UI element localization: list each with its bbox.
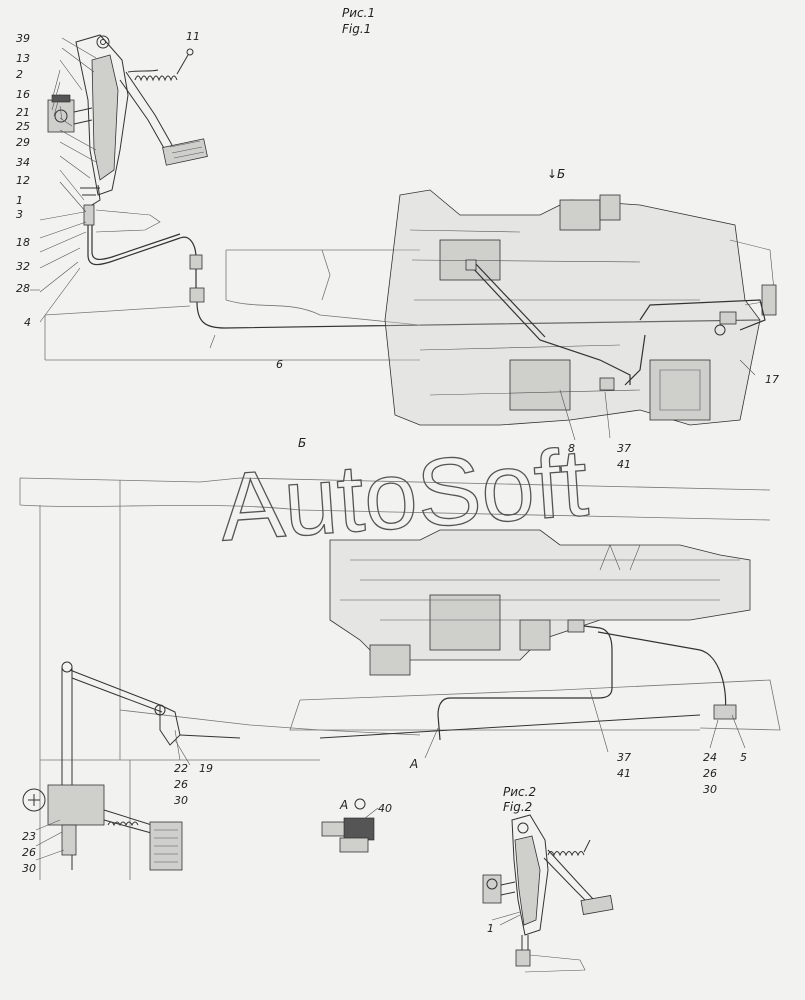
- callout-24: 24: [703, 751, 717, 764]
- callout-23: 23: [22, 830, 36, 843]
- callout-a: А: [409, 757, 418, 771]
- callout-5: 5: [740, 751, 747, 764]
- gearbox-top-view: [384, 189, 777, 426]
- callout-13: 13: [16, 52, 30, 65]
- fig2-caption-en: Fig.2: [503, 800, 532, 814]
- callout-6: 6: [276, 358, 283, 371]
- callout-19: 19: [199, 762, 213, 775]
- callout-41-lower: 41: [617, 767, 631, 780]
- callout-25: 25: [16, 120, 30, 133]
- callout-4: 4: [24, 316, 31, 329]
- callout-11: 11: [186, 30, 200, 43]
- callout-26-lower: 26: [22, 846, 36, 859]
- callout-17: 17: [765, 373, 779, 386]
- callout-21: 21: [16, 106, 30, 119]
- lower-master-cylinder: [22, 784, 183, 871]
- pedal-linkage-lower: [61, 661, 241, 790]
- callout-8: 8: [568, 442, 575, 455]
- clutch-pipe-lower: [319, 619, 737, 741]
- callout-18: 18: [16, 236, 30, 249]
- callout-30-lower: 30: [22, 862, 36, 875]
- callout-22: 22: [174, 762, 188, 775]
- callout-26: 26: [174, 778, 188, 791]
- callout-30-right: 30: [703, 783, 717, 796]
- callout-1: 1: [16, 194, 23, 207]
- frame-rail-top: [44, 249, 421, 361]
- callout-32: 32: [16, 260, 30, 273]
- view-b-marker: ↓Б: [547, 167, 565, 181]
- fig2-pedal-assembly: [482, 814, 614, 973]
- section-a-detail: [321, 798, 379, 853]
- frame-rail-middle: [19, 477, 781, 880]
- section-a-number: 40: [378, 802, 392, 815]
- gearbox-side-view: [329, 529, 751, 676]
- callout-12: 12: [16, 174, 30, 187]
- callout-3: 3: [16, 208, 23, 221]
- callout-1-fig2: 1: [487, 922, 494, 935]
- fig1-caption-ru: Рис.1: [342, 6, 375, 20]
- watermark: AutoSoft: [216, 429, 591, 561]
- callout-37: 37: [617, 442, 631, 455]
- leader-lines: [174, 334, 756, 921]
- callout-16: 16: [16, 88, 30, 101]
- callout-30: 30: [174, 794, 188, 807]
- callout-29: 29: [16, 136, 30, 149]
- callout-41: 41: [617, 458, 631, 471]
- callout-2: 2: [16, 68, 23, 81]
- fig1-pedal-assembly: [30, 34, 761, 329]
- fig1-caption-en: Fig.1: [342, 22, 371, 36]
- callout-34: 34: [16, 156, 30, 169]
- callout-28: 28: [16, 282, 30, 295]
- section-a-letter: А: [339, 798, 348, 812]
- view-b-title: Б: [298, 436, 306, 450]
- callout-26-right: 26: [703, 767, 717, 780]
- fig2-caption-ru: Рис.2: [503, 785, 536, 799]
- callout-37-lower: 37: [617, 751, 631, 764]
- callout-39: 39: [16, 32, 30, 45]
